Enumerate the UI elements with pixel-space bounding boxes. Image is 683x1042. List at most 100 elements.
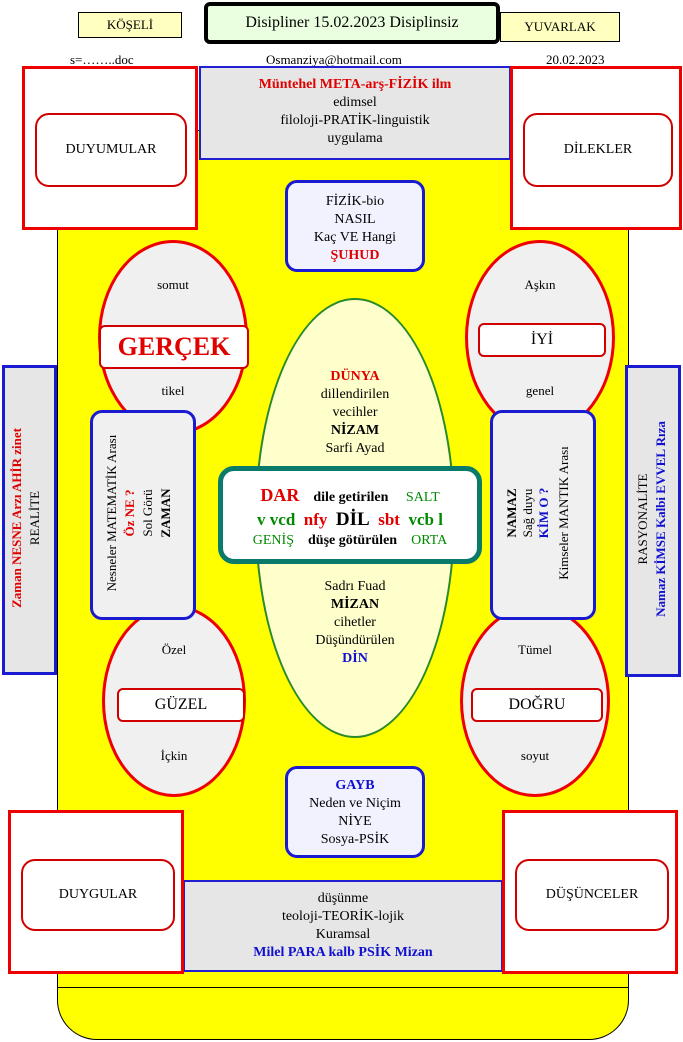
- center-top-line3: vecihler: [332, 405, 378, 420]
- bottom-band-line2: teoloji-TEORİK-lojik: [281, 909, 405, 924]
- center-bottom-line2: MİZAN: [330, 597, 380, 612]
- bottom-info-box: GAYB Neden ve Niçim NİYE Sosya-PSİK: [285, 766, 425, 858]
- gercek-top-text: somut: [157, 277, 189, 292]
- ellipse-dogru: Tümel DOĞRU soyut: [460, 605, 610, 797]
- top-band-line1: Müntehel META-arş-FİZİK ilm: [258, 77, 452, 92]
- corner-top-right: DİLEKLER: [510, 66, 682, 230]
- left-side-col4: ZAMAN: [158, 488, 173, 538]
- page-title: Disipliner 15.02.2023 Disiplinsiz: [204, 2, 500, 44]
- right-side-col4: Kimseler MANTIK Arası: [556, 446, 571, 580]
- bottom-band: düşünme teoloji-TEORİK-lojik Kuramsal Mi…: [183, 880, 503, 972]
- bottom-band-line3: Kuramsal: [315, 927, 371, 942]
- left-edge-col1: Zaman NESNE Arzı AHİR zinet: [9, 428, 24, 608]
- right-edge-col2: Namaz KİMSE Kalbi EVVEL Rıza: [653, 421, 668, 617]
- center-bar-row2: v vcd nfy DİL sbt vcb l: [223, 509, 477, 531]
- left-side-col1: Nesneler MATEMATİK Arası: [104, 434, 119, 592]
- guzel-label: GÜZEL: [117, 688, 245, 722]
- vcb-l-text: vcb l: [408, 510, 443, 529]
- right-side-columns: NAMAZ Sağ duyu KİM O ? Kimseler MANTIK A…: [490, 410, 596, 620]
- dogru-top-text: Tümel: [518, 642, 552, 657]
- top-band-line4: uygulama: [327, 131, 383, 146]
- sbt-text: sbt: [378, 510, 400, 529]
- center-bottom-line5: DİN: [342, 651, 368, 666]
- gercek-bottom-text: tikel: [161, 383, 185, 398]
- dilekler-text: DİLEKLER: [563, 142, 633, 157]
- center-top-text: DÜNYA dillendirilen vecihler NİZAM Sarfi…: [257, 368, 453, 458]
- left-banner-text: KÖŞELİ: [106, 17, 154, 32]
- left-side-columns: Nesneler MATEMATİK Arası Öz NE ? Sol Gör…: [90, 410, 196, 620]
- guzel-bottom-text: İçkin: [160, 748, 188, 763]
- v-vcd-text: v vcd: [257, 510, 296, 529]
- center-bar: DAR dile getirilen SALT v vcd nfy DİL sb…: [218, 466, 482, 564]
- right-side-col1: NAMAZ: [504, 488, 519, 538]
- right-edge-col1: RASYONALİTE: [635, 473, 650, 565]
- center-bottom-line1: Sadrı Fuad: [324, 579, 386, 594]
- right-banner-text: YUVARLAK: [524, 19, 596, 34]
- top-box-line3: Kaç VE Hangi: [313, 230, 397, 245]
- gercek-label: GERÇEK: [99, 325, 249, 369]
- dile-getirilen-text: dile getirilen: [313, 490, 389, 505]
- center-top-line5: Sarfi Ayad: [325, 441, 385, 456]
- top-box-line2: NASIL: [334, 212, 376, 227]
- bottom-box-line3: NİYE: [338, 814, 372, 829]
- guzel-top-text: Özel: [161, 642, 187, 657]
- corner-top-left: DUYUMULAR: [22, 66, 198, 230]
- left-side-col2: Öz NE ?: [122, 489, 137, 537]
- genis-text: GENİŞ: [252, 533, 294, 548]
- nfy-text: nfy: [303, 510, 328, 529]
- top-info-box: FİZİK-bio NASIL Kaç VE Hangi ŞUHUD: [285, 180, 425, 272]
- ellipse-gercek: somut GERÇEK tikel: [98, 240, 249, 435]
- duse-goturulen-text: düşe götürülen: [308, 533, 398, 548]
- center-top-line4: NİZAM: [330, 423, 380, 438]
- left-edge-col2: REALİTE: [27, 490, 42, 546]
- orta-text: ORTA: [411, 533, 448, 548]
- dogru-text: DOĞRU: [508, 696, 566, 713]
- center-bar-row3: GENİŞ düşe götürülen ORTA: [223, 533, 477, 549]
- ellipse-guzel: Özel GÜZEL İçkin: [102, 605, 246, 797]
- left-side-box: [90, 410, 196, 620]
- file-name: s=……..doc: [70, 52, 134, 67]
- dusunceler-label: DÜŞÜNCELER: [515, 859, 669, 931]
- corner-bottom-left: DUYGULAR: [8, 810, 184, 974]
- guzel-text: GÜZEL: [154, 696, 208, 713]
- page-title-text: Disipliner 15.02.2023 Disiplinsiz: [245, 14, 459, 31]
- dogru-bottom-text: soyut: [520, 748, 550, 763]
- duygular-text: DUYGULAR: [58, 887, 138, 902]
- duygular-label: DUYGULAR: [21, 859, 175, 931]
- ellipse-iyi: Aşkın İYİ genel: [465, 240, 615, 435]
- salt-text: SALT: [405, 490, 440, 505]
- dilekler-label: DİLEKLER: [523, 113, 673, 187]
- center-bottom-line3: cihetler: [334, 615, 376, 630]
- center-bottom-text: Sadrı Fuad MİZAN cihetler Düşündürülen D…: [257, 578, 453, 668]
- right-edge-columns: RASYONALİTE Namaz KİMSE Kalbi EVVEL Rıza: [625, 365, 681, 677]
- dil-text: DİL: [335, 509, 370, 530]
- center-top-line2: dillendirilen: [320, 387, 390, 402]
- left-edge-columns: Zaman NESNE Arzı AHİR zinet REALİTE: [2, 365, 57, 675]
- left-side-col3: Sol Görü: [140, 489, 155, 537]
- right-side-col3: KİM O ?: [536, 487, 551, 539]
- iyi-bottom-text: genel: [525, 383, 555, 398]
- right-edge-box: [625, 365, 681, 677]
- iyi-text: İYİ: [530, 331, 554, 348]
- dusunceler-text: DÜŞÜNCELER: [545, 887, 639, 902]
- top-band: Müntehel META-arş-FİZİK ilm edimsel filo…: [199, 66, 511, 160]
- bottom-box-line1: GAYB: [335, 778, 375, 793]
- bottom-band-line1: düşünme: [317, 891, 369, 906]
- bottom-box-line4: Sosya-PSİK: [320, 832, 390, 847]
- duyumular-label: DUYUMULAR: [35, 113, 187, 187]
- gercek-text: GERÇEK: [117, 332, 231, 361]
- dar-text: DAR: [260, 485, 300, 505]
- top-band-line2: edimsel: [333, 95, 377, 110]
- right-banner: YUVARLAK: [500, 12, 620, 42]
- left-edge-box: [2, 365, 57, 675]
- center-bottom-line4: Düşündürülen: [315, 633, 395, 648]
- top-box-line4: ŞUHUD: [330, 248, 380, 263]
- right-side-col2: Sağ duyu: [520, 488, 535, 538]
- center-top-line1: DÜNYA: [330, 369, 380, 384]
- bottom-band-line4: Milel PARA kalb PSİK Mizan: [253, 945, 433, 960]
- iyi-label: İYİ: [478, 323, 606, 357]
- top-band-line3: filoloji-PRATİK-linguistik: [280, 113, 430, 128]
- dogru-label: DOĞRU: [471, 688, 603, 722]
- left-banner: KÖŞELİ: [78, 12, 182, 38]
- duyumular-text: DUYUMULAR: [65, 142, 157, 157]
